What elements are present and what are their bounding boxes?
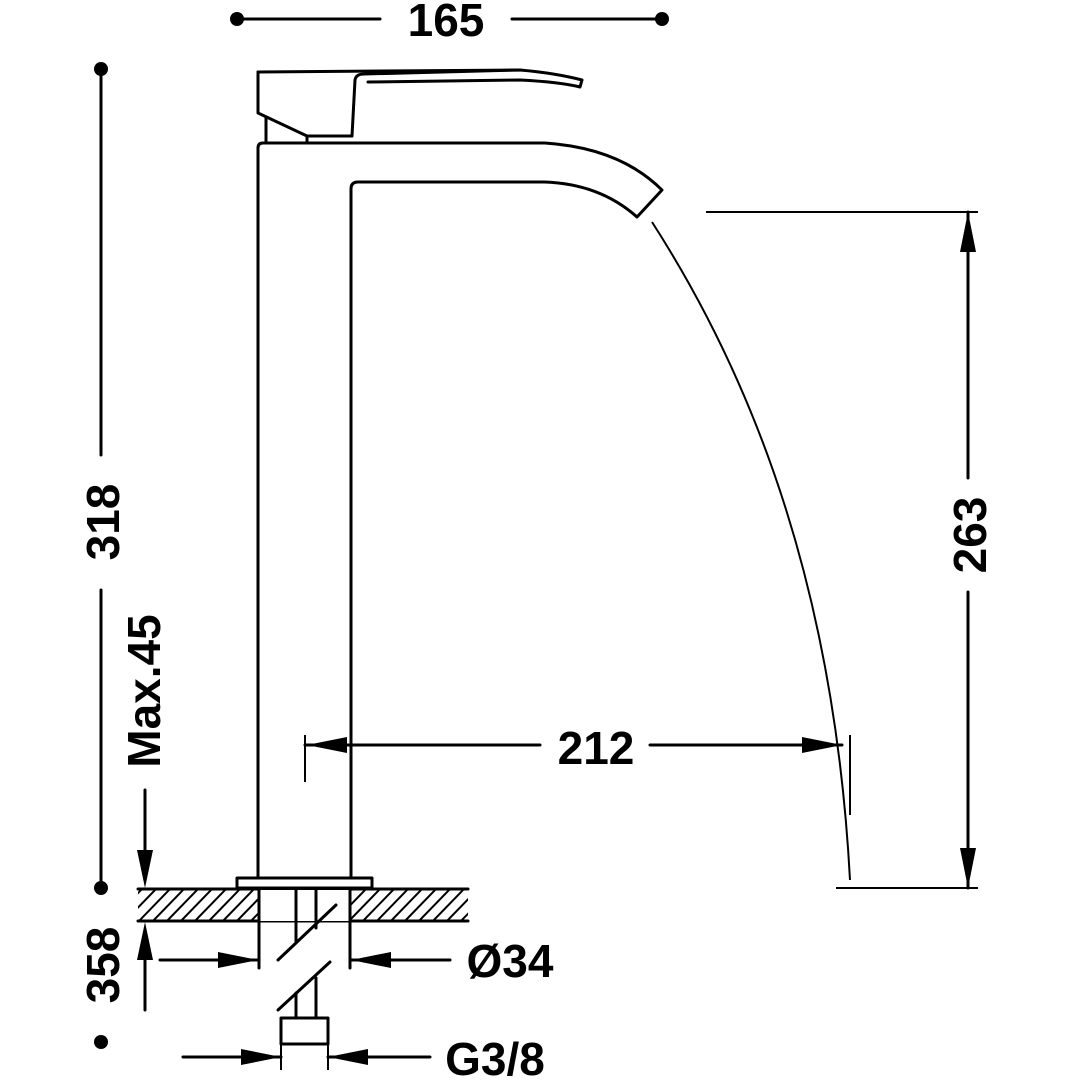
- dimension-deck-thickness: Max.45: [118, 614, 170, 1012]
- hatch-line: [488, 889, 520, 922]
- hatch-line: [347, 890, 381, 922]
- supply-connection: [276, 887, 338, 1046]
- width-label: 165: [408, 0, 485, 46]
- hatch-line: [389, 890, 423, 922]
- arrow-head: [241, 1049, 281, 1065]
- dimension-overall: 358: [77, 927, 129, 1049]
- water-stream: [651, 221, 851, 881]
- arrow-head: [802, 737, 842, 753]
- hatch-line: [459, 912, 468, 922]
- thread-label: G3/8: [445, 1033, 545, 1080]
- hatch-line: [431, 890, 465, 922]
- arrow-head: [960, 212, 976, 252]
- deck-thickness-label: Max.45: [118, 614, 170, 767]
- hatch-line: [474, 889, 506, 922]
- dimension-spout-height: 263: [706, 210, 996, 890]
- lever-handle: [256, 68, 584, 145]
- hatch-line: [165, 890, 199, 922]
- faucet-column-outline: [256, 141, 664, 880]
- hatch-line: [375, 890, 409, 922]
- dimension-total-height: 318: [77, 62, 129, 895]
- hole-diameter-label: Ø34: [467, 935, 554, 987]
- thread-connector: [279, 1016, 330, 1046]
- arrow-head: [137, 850, 153, 888]
- handle-body: [256, 68, 584, 138]
- hatch-line: [138, 890, 171, 922]
- hatch-line: [445, 897, 468, 922]
- mounting-flange: [235, 876, 374, 890]
- handle-top-edge: [256, 68, 522, 74]
- dimension-width: 165: [230, 0, 669, 46]
- arrow-head: [328, 1049, 368, 1065]
- break-line-lower: [276, 960, 332, 1012]
- hatch-line: [221, 890, 255, 922]
- total-height-label: 318: [77, 484, 129, 561]
- overall-height-label: 358: [77, 927, 129, 1004]
- hatch-line: [138, 890, 143, 895]
- arrow-head: [960, 848, 976, 888]
- break-line-upper: [276, 903, 338, 962]
- hatch-line: [151, 890, 185, 922]
- hatch-line: [138, 890, 157, 909]
- dimension-spout-reach: 212: [303, 722, 851, 815]
- arrow-head: [351, 952, 391, 968]
- hatch-line: [361, 890, 395, 922]
- arrow-head: [307, 737, 347, 753]
- dimension-dot: [94, 1035, 108, 1049]
- dimension-hole-diameter: Ø34: [158, 935, 554, 987]
- arrow-head: [218, 952, 258, 968]
- dimension-thread: G3/8: [181, 1033, 545, 1080]
- spout-height-label: 263: [944, 497, 996, 574]
- arrow-head: [137, 922, 153, 960]
- spout-reach-label: 212: [558, 722, 635, 774]
- hatch-line: [193, 890, 227, 922]
- hatch-line: [207, 890, 241, 922]
- hatch-line: [403, 890, 437, 922]
- hatch-line: [179, 890, 213, 922]
- hatch-line: [417, 890, 451, 922]
